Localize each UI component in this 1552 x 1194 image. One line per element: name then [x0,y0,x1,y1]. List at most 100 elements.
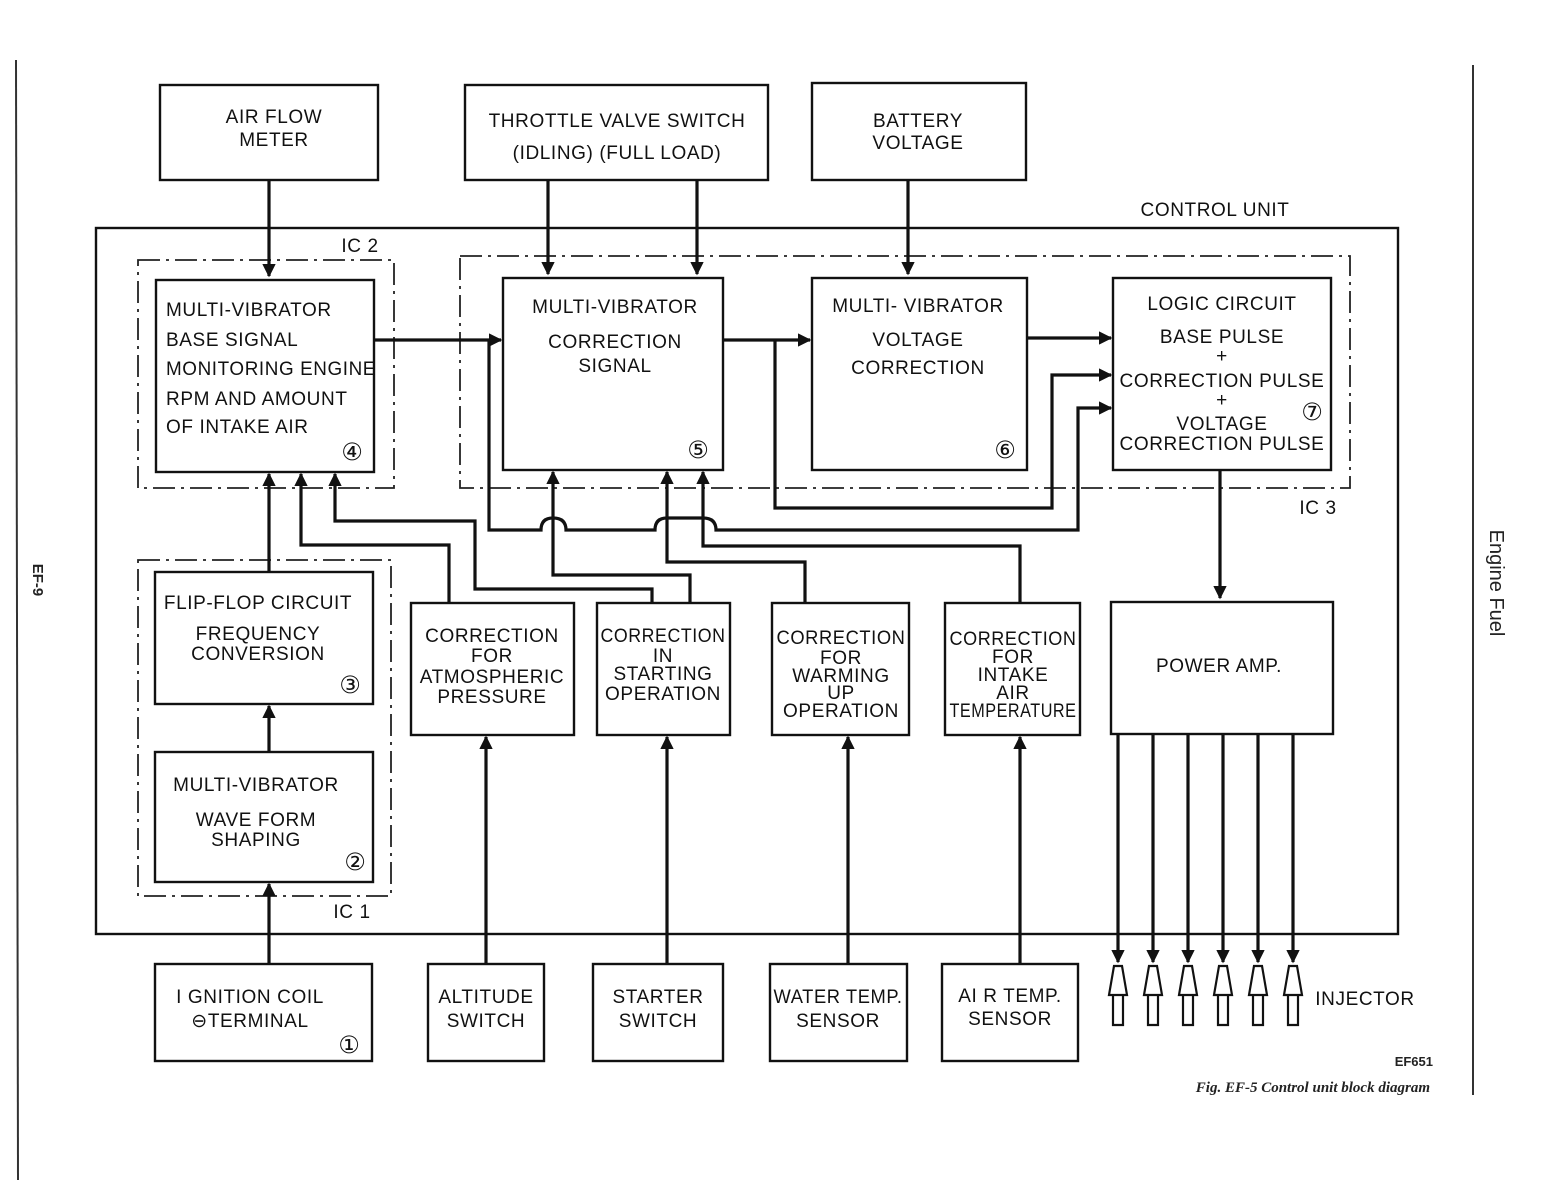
wire-atmospheric-to-base [294,472,451,603]
ignition-coil-terminal-label-line: I GNITION COIL [176,987,324,1008]
ignition-coil-terminal-label-line: ⊖TERMINAL [191,1011,308,1032]
wire-starting-to-correction [546,470,692,603]
signal-wires [262,180,1227,964]
base-signal-multivibrator-label-line: BASE SIGNAL [166,330,298,351]
page-left-border [15,59,19,1181]
battery-voltage-label-line: BATTERY [873,111,963,132]
water-temp-sensor-block: WATER TEMP. SENSOR [768,962,909,1063]
logic-circuit-label-line: CORRECTION PULSE [1120,434,1325,455]
correction-starting-operation-label-line: CORRECTION [601,626,726,647]
flip-flop-circuit-box [153,570,375,706]
figure-caption: Fig. EF-5 Control unit block diagram [1195,1080,1430,1096]
water-temp-sensor-label-line: WATER TEMP. [774,987,903,1008]
starter-switch-label-line: SWITCH [619,1011,698,1032]
injector-icon [1282,964,1304,1027]
flip-flop-circuit-number: ③ [339,671,361,699]
base-signal-multivibrator-box [154,278,376,474]
wave-form-multivibrator-number: ② [344,848,366,876]
flip-flop-circuit-label-line: CONVERSION [191,644,325,665]
ic2-boundary [137,259,395,489]
voltage-correction-multivibrator-label-line: CORRECTION [851,358,985,379]
water-temp-sensor-box [768,962,909,1063]
correction-signal-multivibrator-label-line: MULTI-VIBRATOR [532,297,698,318]
correction-atmospheric-pressure-label-line: PRESSURE [437,687,546,708]
ignition-coil-terminal-number: ① [338,1031,360,1059]
air-temp-sensor-label-line: AI R TEMP. [958,986,1062,1007]
wire-correction-to-logic [773,340,1113,510]
correction-warming-up-label-line: WARMING [792,666,889,687]
correction-starting-operation-box [595,601,732,737]
ic3-label: IC 3 [1299,498,1336,519]
altitude-switch-label-line: SWITCH [447,1011,526,1032]
correction-intake-air-temp-label-line: AIR [996,683,1029,704]
figure-code: EF651 [1395,1054,1433,1069]
correction-atmospheric-pressure-label-line: CORRECTION [425,626,559,647]
starter-switch-block: STARTER SWITCH [591,962,725,1063]
flip-flop-circuit-label-line: FREQUENCY [196,624,321,645]
control-unit-label: CONTROL UNIT [1141,200,1290,221]
logic-circuit-box [1111,276,1333,472]
air-temp-sensor-box [940,962,1080,1063]
wire-intake-air-to-correction [696,470,1022,603]
altitude-switch-label-line: ALTITUDE [438,987,533,1008]
wave-form-multivibrator-label-line: SHAPING [211,830,301,851]
logic-circuit-label-line: CORRECTION PULSE [1120,371,1325,392]
logic-circuit-number: ⑦ [1301,398,1323,426]
injector-icon [1177,964,1199,1027]
battery-voltage-box [810,81,1028,182]
logic-circuit-label-line: VOLTAGE [1176,414,1267,435]
base-signal-multivibrator-number: ④ [341,438,363,466]
correction-starting-operation-label-line: IN [653,646,673,667]
starter-switch-box [591,962,725,1063]
base-signal-multivibrator-block: MULTI-VIBRATOR BASE SIGNAL MONITORING ENGI… [154,278,376,474]
throttle-valve-switch-label-line: THROTTLE VALVE SWITCH [489,111,746,132]
ic1-label: IC 1 [333,902,370,923]
control-unit-boundary [94,226,1400,936]
correction-signal-multivibrator-label-line: CORRECTION [548,332,682,353]
ic2-label: IC 2 [341,236,378,257]
starter-switch-label-line: STARTER [612,987,703,1008]
air-temp-sensor-block: AI R TEMP.SENSOR [940,962,1080,1063]
correction-warming-up-label-line: OPERATION [783,701,899,722]
page-number: EF-9 [29,564,46,597]
voltage-correction-multivibrator-label-line: MULTI- VIBRATOR [832,296,1004,317]
correction-warming-up-box [770,601,911,737]
correction-atmospheric-pressure-box [409,601,576,737]
air-temp-sensor-label-line: SENSOR [968,1009,1052,1030]
logic-circuit-label-line: + [1216,346,1228,367]
correction-warming-up-label-line: CORRECTION [777,628,906,649]
correction-warming-up-label-line: UP [827,683,855,704]
injector-icon [1247,964,1269,1027]
wire-warming-to-correction [660,470,807,603]
base-signal-multivibrator-label-line: MONITORING ENGINE [166,359,376,380]
wave-form-multivibrator-box [153,750,375,884]
correction-signal-multivibrator-number: ⑤ [687,436,709,464]
correction-signal-multivibrator-label-line: SIGNAL [578,356,651,377]
correction-warming-up-label-line: FOR [820,648,862,669]
correction-atmospheric-pressure-label-line: ATMOSPHERIC [420,667,565,688]
base-signal-multivibrator-label-line: MULTI-VIBRATOR [166,300,332,321]
wire-starting-to-base [328,472,654,603]
logic-circuit-label-line: + [1216,390,1228,411]
water-temp-sensor-label-line: SENSOR [796,1011,880,1032]
wire-base-branch-to-logic [487,340,1113,532]
throttle-valve-switch-label-line: (IDLING) (FULL LOAD) [513,143,722,164]
air-flow-meter-label-line: METER [239,130,309,151]
voltage-correction-multivibrator-box [810,276,1029,472]
ignition-coil-terminal-block: I GNITION COIL ⊖TERMINAL ① [153,962,374,1063]
base-signal-multivibrator-label-line: RPM AND AMOUNT [166,389,348,410]
correction-signal-multivibrator-box [501,276,725,472]
correction-atmospheric-pressure-label-line: FOR [471,646,513,667]
ic3-boundary [459,255,1351,489]
voltage-correction-multivibrator-number: ⑥ [994,436,1016,464]
battery-voltage-label-line: VOLTAGE [872,133,963,154]
